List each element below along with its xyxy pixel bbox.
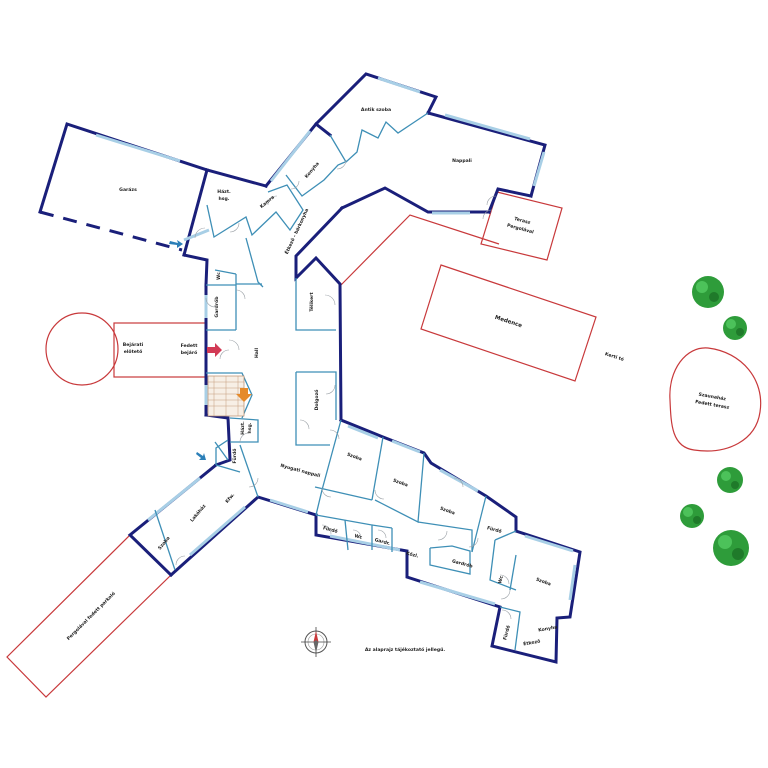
compass-icon [301, 627, 331, 657]
label-szoba-1: Szoba [346, 452, 363, 463]
doors [175, 159, 512, 620]
label-etkezo-2: Étkező [522, 637, 540, 648]
label-furdo-1: Fürdő [322, 525, 338, 535]
tree-icon [692, 276, 724, 308]
label-nappali: Nappali [452, 158, 472, 164]
entrance-arrow-icon [196, 452, 206, 460]
trees [680, 276, 749, 566]
label-medence: Medence [494, 315, 523, 329]
label-konyha: Konyha [304, 161, 321, 180]
entrance-arrow-icon [169, 240, 183, 248]
label-wc-left: Wc [216, 272, 222, 280]
label-fedett-bejaro-2: bejáró [181, 349, 198, 356]
exterior-walls [38, 72, 582, 664]
label-hazt-hsg-2: hsg. [218, 196, 229, 202]
windows [95, 76, 577, 606]
partitions [154, 112, 521, 651]
entrance-arrow-icon [207, 343, 222, 357]
pool [420, 264, 597, 382]
label-telikert: Télikert [308, 292, 315, 312]
sauna-house [669, 347, 762, 452]
stair-arrow-icon [236, 388, 252, 402]
label-furdo-2: Fürdő [486, 525, 502, 535]
label-hall: Hall [254, 348, 260, 359]
label-kamra: Kamra [259, 195, 276, 210]
tree-icon [723, 316, 747, 340]
label-pergolas: Pergolával fedett parkoló [65, 590, 117, 642]
label-gardrob-2: Gardrób [451, 557, 474, 569]
label-hazt-hsg-b-2: hsg. [247, 422, 253, 433]
label-szoba-4: Szoba [535, 577, 552, 588]
tree-icon [680, 504, 704, 528]
tree-icon [717, 467, 743, 493]
label-furdo-left: Fürdő [232, 449, 238, 464]
label-wc-2: Wc [497, 575, 505, 584]
label-fedett-bejaro: Fedett [181, 343, 199, 349]
plan-disclaimer: Az alaprajz tájékoztató jellegű. [365, 646, 446, 653]
label-halo: Kfw. [224, 492, 236, 505]
terrace-with-pergola [480, 191, 563, 261]
label-terasz: Terasz [514, 216, 532, 226]
label-lakohaz: Lakóház [188, 502, 207, 523]
label-szoba-3: Szoba [439, 506, 456, 517]
tree-icon [713, 530, 749, 566]
label-garazs: Garázs [119, 186, 137, 193]
label-gardrob-left: Gardrób [213, 296, 220, 318]
label-etkezo: Étkező - bárkonyha [282, 207, 310, 255]
external-structures [6, 191, 762, 698]
label-belarati: Bejárati [123, 341, 144, 348]
label-hazt-hsg: Házt. [217, 188, 231, 195]
label-kerti-to: Kerti tó [604, 350, 625, 363]
label-szaunahaz: Szaunaház [698, 391, 727, 403]
room-labels: Garázs Házt. hsg. Kamra Konyha Étkező - … [65, 107, 730, 653]
label-dolgozo: Dolgozó [313, 390, 320, 411]
garden-pond-edge [339, 214, 500, 287]
label-konyha-2: Konyha [538, 624, 558, 633]
label-furdo-3: Fürdő [502, 625, 512, 641]
entrance-canopy-circle [45, 312, 119, 386]
label-wc-1: Wc [354, 533, 363, 541]
label-belarati-2: előtető [124, 349, 143, 355]
label-terasz-2: Pergolával [506, 222, 535, 236]
label-nyugati-nappali: Nyugati nappali [280, 463, 322, 480]
label-szoba-2: Szoba [392, 478, 409, 489]
label-antik-szoba: Antik szoba [361, 107, 391, 113]
label-szaunahaz-2: Fedett terasz [695, 399, 730, 411]
label-gardrob-1: Gardr. [374, 537, 391, 547]
arrows [169, 240, 252, 460]
label-hazt-hsg-b: Házt. [239, 421, 246, 435]
label-kozl: Közl. [405, 551, 419, 560]
